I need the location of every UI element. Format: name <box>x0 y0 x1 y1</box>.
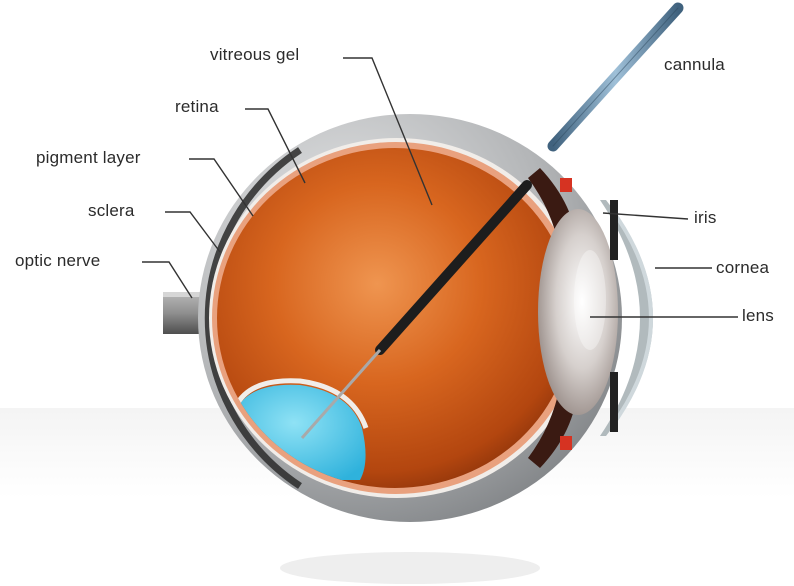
label-lens: lens <box>742 306 774 326</box>
label-optic-nerve: optic nerve <box>15 251 100 271</box>
label-vitreous-gel: vitreous gel <box>210 45 299 65</box>
label-cornea: cornea <box>716 258 769 278</box>
iris-shape <box>610 200 618 260</box>
label-iris: iris <box>694 208 717 228</box>
eye-reflection <box>280 552 540 584</box>
label-retina: retina <box>175 97 219 117</box>
label-cannula: cannula <box>664 55 725 75</box>
label-sclera: sclera <box>88 201 135 221</box>
label-pigment-layer: pigment layer <box>36 148 141 168</box>
